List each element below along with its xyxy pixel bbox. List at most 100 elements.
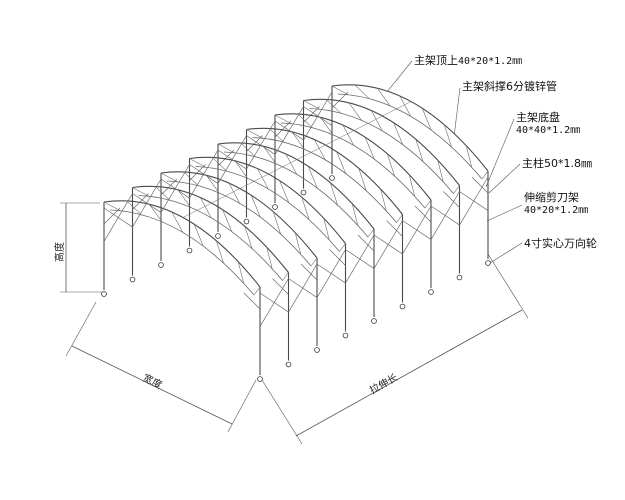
- callout-top-frame: 主架顶上40*20*1.2㎜: [414, 54, 522, 68]
- wheel-icon: [399, 303, 406, 310]
- frame-knee-brace-left: [103, 207, 121, 225]
- scissor-brace-right: [316, 263, 346, 284]
- leader-wheel: [489, 242, 523, 264]
- frame-knee-brace-right: [386, 220, 403, 237]
- brace-group: [103, 91, 489, 327]
- callout-base-name: 主架底盘: [516, 111, 560, 124]
- frame-truss-web: [263, 146, 277, 165]
- scissor-brace-left: [103, 207, 133, 228]
- callout-column: 主柱50*1.8㎜: [522, 157, 592, 170]
- frame-knee-brace-left: [132, 193, 149, 210]
- ridge-connector: [182, 202, 212, 218]
- frame-4: [186, 156, 349, 339]
- frame-truss-web: [149, 204, 163, 223]
- frame-knee-brace-left: [246, 135, 263, 152]
- callout-wheel-name: 4寸实心万向轮: [524, 237, 597, 250]
- scissor-brace-left: [189, 164, 219, 184]
- frame-truss-web: [212, 157, 228, 172]
- frame-arch-outer: [217, 142, 375, 230]
- wheel-icon: [129, 276, 136, 283]
- frame-truss-web: [314, 139, 326, 161]
- frame-knee-brace-right: [414, 205, 432, 223]
- ridge-connector: [296, 144, 326, 160]
- frame-knee-brace-right: [329, 249, 346, 266]
- frame-truss-web: [244, 226, 253, 249]
- frame-arch-inner: [138, 195, 283, 281]
- frame-7: [272, 113, 434, 295]
- frame-arch-inner: [109, 209, 255, 296]
- frame-truss-web: [310, 257, 318, 267]
- frame-arch-outer: [331, 84, 489, 172]
- dimension-lines: 高度 宽度 拉伸长: [53, 202, 529, 445]
- scissor-brace-right: [459, 191, 489, 211]
- frame-knee-brace-right: [357, 234, 375, 252]
- frame-truss-web: [336, 151, 347, 174]
- frame-truss-web: [282, 272, 289, 281]
- frame-group: [101, 84, 491, 382]
- frame-truss-web: [215, 240, 224, 264]
- frame-truss-web: [320, 117, 334, 136]
- callout-scissor-spec: 40*20*1.2㎜: [524, 205, 589, 216]
- width-label: 宽度: [141, 371, 165, 391]
- frame-truss-web: [132, 187, 149, 197]
- ridge-connector: [211, 188, 241, 204]
- wheel-icon: [314, 347, 320, 353]
- frame-truss-web: [285, 153, 298, 175]
- frame-truss-web: [453, 185, 460, 194]
- frame-truss-web: [323, 218, 330, 240]
- ridge-connector: [325, 130, 355, 146]
- frame-knee-brace-left: [160, 178, 178, 196]
- callout-base-spec: 40*40*1.2㎜: [516, 125, 581, 136]
- frame-knee-brace-left: [217, 149, 235, 167]
- frame-6: [243, 127, 406, 310]
- frame-truss-web: [217, 143, 235, 154]
- wheel-icon: [257, 376, 263, 382]
- wheel-icon: [158, 262, 164, 268]
- width-extension-right: [227, 379, 257, 433]
- callout-scissor-name: 伸缩剪刀架: [524, 191, 579, 204]
- scissor-brace-right: [430, 205, 460, 226]
- frame-truss-web: [246, 129, 263, 139]
- frame-truss-web: [399, 95, 412, 117]
- frame-truss-web: [326, 99, 342, 114]
- frame-truss-web: [183, 171, 199, 186]
- frame-truss-web: [396, 214, 403, 223]
- callout-brace-name: 主架斜撑6分镀锌管: [462, 80, 557, 93]
- frame-arch-inner: [166, 180, 312, 267]
- callout-top-frame-name: 主架顶上: [414, 54, 458, 67]
- scissor-brace-left: [303, 106, 333, 126]
- frame-truss-web: [301, 197, 310, 220]
- frame-truss-web: [437, 160, 444, 182]
- frame-truss-web: [348, 102, 362, 121]
- frame-knee-brace-right: [243, 292, 261, 310]
- frame-truss-web: [274, 114, 292, 125]
- frame-truss-web: [266, 247, 273, 269]
- leader-scissor: [486, 204, 523, 222]
- callout-top-frame-spec: 40*20*1.2㎜: [458, 56, 523, 67]
- leader-base: [485, 118, 515, 188]
- wheel-icon: [456, 274, 463, 281]
- frame-knee-brace-right: [443, 191, 460, 208]
- frame-arch-outer: [160, 171, 318, 259]
- height-label: 高度: [53, 242, 66, 262]
- frame-truss-web: [303, 100, 320, 110]
- frame-truss-web: [329, 182, 338, 206]
- ridge-connector: [239, 173, 269, 189]
- callout-wheel: 4寸实心万向轮: [524, 237, 597, 250]
- frame-truss-web: [160, 172, 178, 183]
- frame-truss-web: [424, 199, 432, 209]
- length-label: 拉伸长: [367, 371, 400, 397]
- length-dimension-line: [295, 309, 523, 437]
- frame-2: [129, 185, 292, 368]
- frame-truss-web: [386, 153, 395, 177]
- frame-truss-web: [415, 139, 424, 162]
- wheel-icon: [371, 318, 377, 324]
- wheel-icon: [243, 218, 250, 225]
- scissor-brace-right: [288, 278, 318, 298]
- frame-truss-web: [331, 85, 349, 96]
- wheel-icon: [342, 332, 349, 339]
- frame-truss-web: [342, 124, 355, 146]
- frame-truss-web: [443, 124, 452, 148]
- width-dimension-line: [71, 345, 233, 425]
